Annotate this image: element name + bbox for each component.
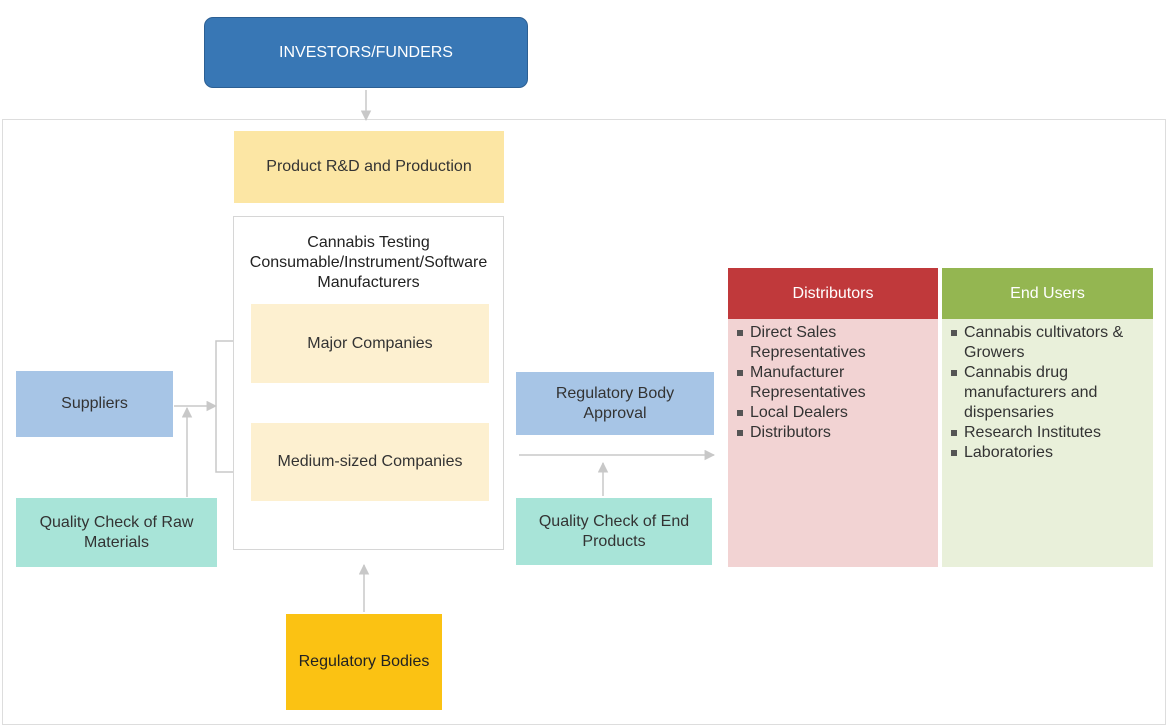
suppliers-box: Suppliers: [16, 371, 173, 437]
list-item: Research Institutes: [950, 423, 1147, 443]
qc-end-products-box: Quality Check of End Products: [516, 498, 712, 565]
end-users-header: End Users: [942, 268, 1153, 319]
regulatory-approval-line: Regulatory Body: [555, 384, 675, 402]
list-item: Laboratories: [950, 443, 1147, 463]
end-users-list: Cannabis cultivators & Growers Cannabis …: [950, 323, 1147, 463]
regulatory-bodies-label: Regulatory Bodies: [298, 653, 430, 670]
qc-raw-materials-box: Quality Check of Raw Materials: [16, 498, 217, 567]
major-companies-box: Major Companies: [251, 304, 489, 383]
major-companies-label: Major Companies: [307, 334, 433, 352]
end-users-list-panel: Cannabis cultivators & Growers Cannabis …: [942, 319, 1153, 567]
regulatory-approval-line: Approval: [583, 404, 647, 422]
manufacturers-title-line: Cannabis Testing: [307, 234, 430, 251]
distributors-header: Distributors: [728, 268, 938, 319]
medium-companies-box: Medium-sized Companies: [251, 423, 489, 501]
regulatory-bodies-box: Regulatory Bodies: [286, 614, 442, 710]
investors-box: INVESTORS/FUNDERS: [204, 17, 528, 88]
qc-end-line: Products: [582, 532, 646, 550]
list-item: Manufacturer Representatives: [736, 363, 932, 403]
medium-companies-label: Medium-sized Companies: [277, 453, 463, 470]
manufacturers-title-line: Manufacturers: [317, 274, 420, 291]
list-item: Cannabis cultivators & Growers: [950, 323, 1147, 363]
regulatory-approval-box: Regulatory Body Approval: [516, 372, 714, 435]
list-item: Direct Sales Representatives: [736, 323, 932, 363]
list-item: Cannabis drug manufacturers and dispensa…: [950, 363, 1147, 423]
end-users-header-label: End Users: [1010, 284, 1085, 302]
rnd-label: Product R&D and Production: [266, 158, 472, 175]
qc-raw-line: Quality Check of Raw: [39, 513, 194, 531]
investors-label: INVESTORS/FUNDERS: [279, 43, 453, 61]
list-item: Local Dealers: [736, 403, 932, 423]
suppliers-label: Suppliers: [61, 395, 128, 412]
value-chain-frame: [2, 119, 1166, 725]
qc-raw-line: Materials: [84, 533, 149, 551]
manufacturers-title: Cannabis Testing Consumable/Instrument/S…: [233, 233, 504, 293]
distributors-list: Direct Sales Representatives Manufacture…: [736, 323, 932, 443]
distributors-header-label: Distributors: [792, 284, 874, 302]
rnd-production-box: Product R&D and Production: [234, 131, 504, 203]
qc-end-line: Quality Check of End: [538, 512, 690, 530]
list-item: Distributors: [736, 423, 932, 443]
distributors-list-panel: Direct Sales Representatives Manufacture…: [728, 319, 938, 567]
manufacturers-title-line: Consumable/Instrument/Software: [249, 254, 488, 271]
